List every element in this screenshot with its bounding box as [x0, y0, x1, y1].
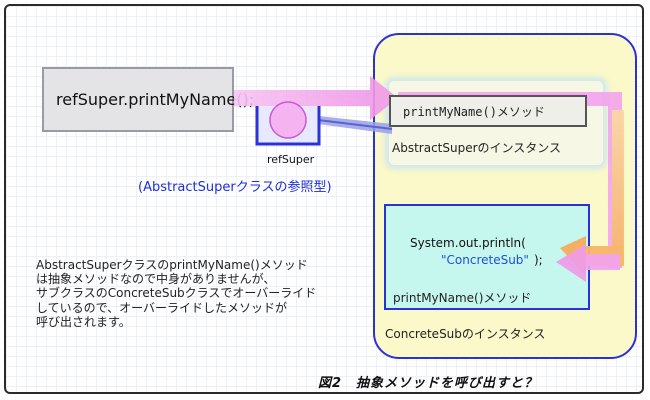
abstract-instance-label: AbstractSuperのインスタンス	[392, 141, 562, 155]
override-arrow-orange	[560, 110, 624, 276]
concrete-sub-instance	[384, 204, 590, 310]
explanation-line: しているので、オーバーライドしたメソッドが	[36, 300, 288, 315]
explanation-line: 呼び出されます。	[36, 314, 131, 329]
concrete-method-label: printMyName()メソッド	[393, 291, 532, 305]
reference-variable-icon	[255, 101, 321, 146]
code-end: );	[534, 253, 543, 267]
explanation-line: サブクラスのConcreteSubクラスでオーバーライド	[36, 286, 317, 301]
reference-name: refSuper	[267, 153, 315, 166]
override-arrow-pink	[556, 244, 620, 282]
explanation-text: AbstractSuperクラスのprintMyName()メソッド は抽象メソ…	[36, 258, 366, 329]
abstract-method-label: printMyName()メソッド	[403, 104, 545, 119]
abstract-method-box: printMyName()メソッド	[389, 95, 587, 127]
reference-link-line	[317, 119, 393, 130]
code-string-literal: "ConcreteSub"	[441, 253, 529, 267]
explanation-line: AbstractSuperクラスのprintMyName()メソッド	[36, 258, 308, 272]
explanation-line: は抽象メソッドなので中身がありませんが、	[36, 272, 276, 287]
call-statement-text: refSuper.printMyName();	[56, 90, 255, 109]
code-println: System.out.println(	[410, 236, 526, 250]
call-arrow	[234, 76, 398, 120]
figure-caption: 図2 抽象メソッドを呼び出すと？	[318, 376, 539, 391]
reference-type-note: (AbstractSuperクラスの参照型)	[138, 180, 332, 195]
concrete-instance-label: ConcreteSubのインスタンス	[385, 327, 546, 341]
call-statement-box: refSuper.printMyName();	[42, 67, 254, 132]
